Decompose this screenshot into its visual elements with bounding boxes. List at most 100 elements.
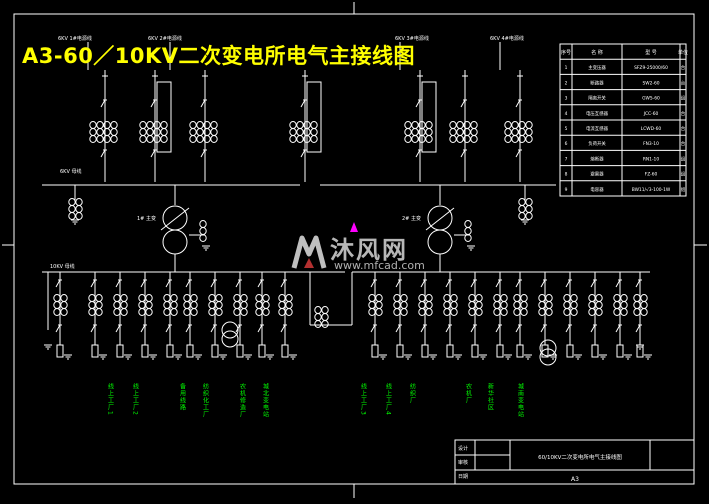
ct-ring (545, 308, 553, 316)
ct-ring (595, 308, 603, 316)
ct-ring (96, 121, 104, 129)
ct-ring (418, 301, 426, 309)
ct-ring (400, 294, 408, 302)
ct-ring (456, 121, 464, 129)
table-cell: 4 (565, 111, 568, 117)
ct-ring (633, 301, 641, 309)
breaker-blade (395, 324, 401, 333)
fuse (566, 344, 574, 358)
outgoing-bay (113, 272, 132, 360)
ct-ring (89, 135, 97, 143)
breaker-blade (590, 279, 596, 288)
hv-bus-label: 6KV 母线 (60, 168, 81, 175)
ct-ring (475, 301, 483, 309)
fuse (496, 344, 504, 358)
ct-ring (493, 308, 501, 316)
ct-ring (411, 135, 419, 143)
ct-ring (146, 128, 154, 136)
breaker-blade (460, 99, 466, 108)
ct-ring (163, 308, 171, 316)
breaker-blade (55, 324, 61, 333)
ct-ring (520, 294, 528, 302)
table-cell: 组 (681, 95, 686, 102)
fuse (281, 344, 289, 358)
ct-ring (75, 205, 83, 213)
table-cell: 9 (565, 187, 568, 193)
ct-ring (393, 294, 401, 302)
fuse (186, 344, 194, 358)
table-cell: 3 (565, 96, 568, 102)
breaker-blade (515, 279, 521, 288)
breaker-blade (100, 149, 106, 158)
outgoing-bay (163, 272, 182, 360)
ct-ring (525, 128, 533, 136)
outgoing-bay (233, 272, 252, 360)
current-transformer-group (563, 294, 578, 316)
breaker-blade (185, 324, 191, 333)
ct-ring (595, 301, 603, 309)
table-cell: 台 (681, 64, 686, 71)
current-transformer-group (443, 294, 458, 316)
ct-ring (314, 313, 322, 321)
ct-ring (110, 121, 118, 129)
table-cell: 台 (681, 110, 686, 117)
ct-ring (233, 308, 241, 316)
breaker-blade (635, 324, 641, 333)
outgoing-bay (513, 272, 532, 360)
breaker-blade (615, 279, 621, 288)
breaker-blade (257, 279, 263, 288)
ct-ring (511, 135, 519, 143)
ct-ring (511, 128, 519, 136)
incoming-bay (139, 70, 172, 182)
ct-ring (190, 301, 198, 309)
ct-ring (60, 308, 68, 316)
ct-ring (95, 301, 103, 309)
ct-ring (138, 294, 146, 302)
ct-ring (314, 306, 322, 314)
ct-ring (170, 308, 178, 316)
current-transformer-group (418, 294, 433, 316)
ct-ring (450, 294, 458, 302)
ct-ring (513, 294, 521, 302)
ct-ring (400, 308, 408, 316)
outgoing-bay (53, 272, 72, 360)
ct-ring (89, 128, 97, 136)
table-header-cell: 单位 (678, 49, 688, 56)
ct-ring (208, 294, 216, 302)
ct-ring (449, 135, 457, 143)
ct-ring (538, 301, 546, 309)
watermark-logo-icon (291, 235, 327, 269)
ct-ring (588, 308, 596, 316)
ct-ring (525, 121, 533, 129)
table-cell: JCC-60 (643, 111, 659, 117)
ct-ring (199, 227, 207, 235)
table-cell: 负荷开关 (588, 140, 606, 147)
ct-ring (210, 128, 218, 136)
ct-ring (570, 308, 578, 316)
ct-ring (620, 294, 628, 302)
breaker-blade (615, 324, 621, 333)
fuse (116, 344, 124, 358)
current-transformer-group (68, 198, 83, 220)
ct-ring (145, 294, 153, 302)
table-cell: SFZ9-25000/60 (634, 65, 668, 71)
ct-ring (449, 128, 457, 136)
ct-ring (233, 301, 241, 309)
ct-ring (183, 294, 191, 302)
current-transformer-group (468, 294, 483, 316)
ct-ring (170, 301, 178, 309)
outgoing-bay (443, 272, 462, 360)
ct-ring (190, 294, 198, 302)
breaker-blade (90, 324, 96, 333)
ct-ring (208, 308, 216, 316)
outgoing-bay (278, 272, 297, 360)
ct-ring (425, 308, 433, 316)
ct-ring (418, 308, 426, 316)
ct-ring (163, 301, 171, 309)
ct-ring (321, 313, 329, 321)
ct-ring (139, 121, 147, 129)
ct-ring (393, 301, 401, 309)
outgoing-feeder-label: 备用线路 (179, 382, 186, 411)
ct-ring (450, 301, 458, 309)
ct-ring (145, 301, 153, 309)
